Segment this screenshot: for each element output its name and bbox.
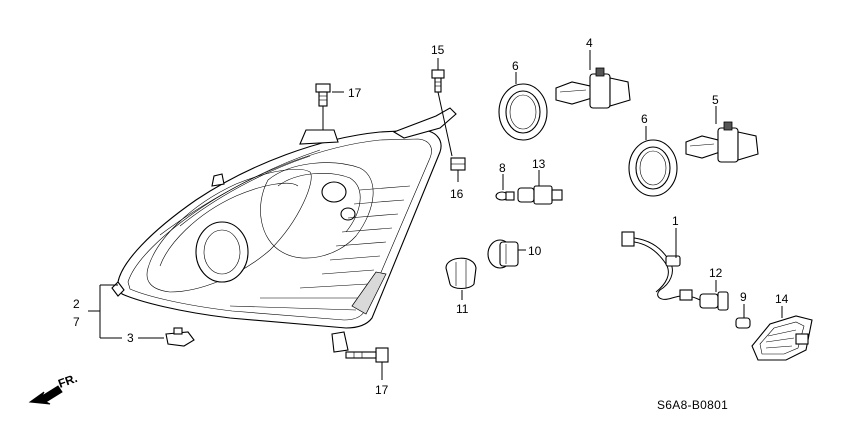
bulb-8[interactable] (495, 191, 515, 201)
callout-9: 9 (740, 290, 747, 304)
leader-lines (88, 50, 783, 380)
clip-nut-16[interactable] (450, 157, 466, 171)
callout-8: 8 (499, 161, 506, 175)
callout-13: 13 (532, 157, 546, 171)
callout-1: 1 (672, 214, 679, 228)
socket-12[interactable] (699, 291, 729, 311)
socket-10[interactable] (487, 239, 519, 269)
callout-14: 14 (775, 292, 789, 306)
bulb-11[interactable] (445, 257, 477, 290)
side-marker-14[interactable] (751, 315, 813, 361)
clip-3[interactable] (165, 327, 195, 347)
callout-17-top: 17 (348, 86, 362, 100)
callout-12: 12 (709, 266, 723, 280)
bulb-5[interactable] (685, 121, 759, 163)
bolt-bottom[interactable] (345, 347, 389, 363)
callout-3: 3 (127, 331, 134, 345)
callout-labels: 17 15 16 6 4 6 5 8 13 10 11 1 12 9 14 17… (73, 36, 789, 397)
bulb-9[interactable] (735, 317, 751, 329)
bolt-top[interactable] (315, 83, 331, 107)
wire-harness[interactable] (621, 231, 701, 301)
front-direction-indicator: FR. (28, 371, 79, 405)
socket-13[interactable] (517, 185, 563, 205)
callout-6-upper: 6 (512, 59, 519, 73)
callout-16: 16 (450, 187, 464, 201)
headlight-assembly[interactable] (111, 107, 457, 353)
bolt-15[interactable] (431, 69, 445, 93)
callout-11: 11 (456, 302, 469, 316)
callout-4: 4 (586, 36, 593, 50)
seal-lower[interactable] (628, 139, 678, 197)
callout-7: 7 (73, 315, 80, 329)
diagram-reference-code: S6A8-B0801 (657, 398, 728, 412)
callout-15: 15 (431, 43, 445, 57)
callout-17-bottom: 17 (375, 383, 389, 397)
callout-6-lower: 6 (641, 112, 648, 126)
seal-upper[interactable] (498, 83, 548, 141)
front-arrow-icon (28, 385, 63, 405)
bulb-4[interactable] (555, 67, 631, 109)
front-label: FR. (56, 371, 79, 391)
callout-10: 10 (528, 244, 542, 258)
lens-striations (229, 185, 411, 311)
callout-5: 5 (712, 93, 719, 107)
callout-2: 2 (73, 297, 80, 311)
